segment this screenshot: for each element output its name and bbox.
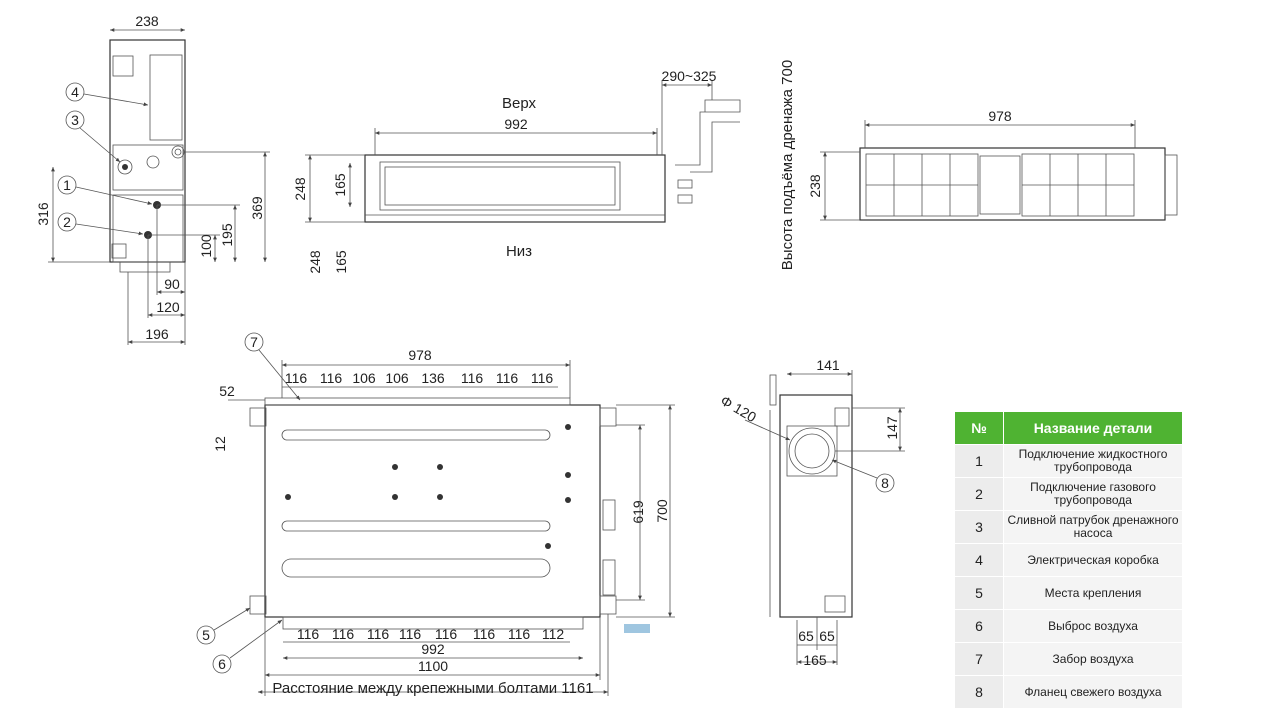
dim-238: 238 (135, 13, 159, 29)
bottom-seg-6: 116 (473, 626, 496, 642)
bottom-seg-4: 116 (399, 626, 422, 642)
row-no: 8 (954, 675, 1004, 709)
dim-369: 369 (249, 196, 265, 220)
top-seg-2: 116 (320, 370, 343, 386)
dim-165-below: 165 (333, 250, 349, 274)
dim-147: 147 (884, 416, 900, 440)
callout-7: 7 (250, 334, 258, 350)
dim-195: 195 (219, 223, 235, 247)
bottom-seg-3: 116 (367, 626, 390, 642)
dim-238-rear: 238 (807, 174, 823, 198)
dim-141: 141 (816, 357, 840, 373)
bolt-distance-label: Расстояние между крепежными болтами 1161 (272, 680, 593, 697)
dim-978-rear: 978 (988, 108, 1012, 124)
row-name: Электрическая коробка (1003, 543, 1183, 577)
top-seg-3: 106 (352, 370, 376, 386)
row-name: Сливной патрубок дренажного насоса (1003, 510, 1183, 544)
dim-992-front: 992 (504, 116, 528, 132)
dim-290-325: 290~325 (662, 68, 717, 84)
row-no: 4 (954, 543, 1004, 577)
callout-2: 2 (63, 214, 71, 230)
callout-5: 5 (202, 627, 210, 643)
top-label: Верх (502, 95, 537, 112)
side-view: 238 316 369 195 100 90 120 196 4 3 1 (35, 13, 270, 345)
bottom-seg-2: 116 (332, 626, 355, 642)
top-segment-labels: 116 116 106 106 136 116 116 116 (285, 370, 554, 386)
dim-165-front: 165 (332, 173, 348, 197)
dim-100: 100 (198, 234, 214, 258)
dim-165-end: 165 (803, 652, 827, 668)
top-seg-5: 136 (421, 370, 445, 386)
top-seg-6: 116 (461, 370, 484, 386)
header-name: Название детали (1003, 411, 1183, 445)
dim-700: 700 (654, 499, 670, 523)
drain-height-label: Высота подъёма дренажа 700 (779, 60, 796, 270)
parts-table-header: № Название детали (954, 411, 1183, 445)
dim-248-front: 248 (292, 177, 308, 201)
callout-1: 1 (63, 177, 71, 193)
row-no: 6 (954, 609, 1004, 643)
dim-65a: 65 (798, 628, 814, 644)
header-no: № (954, 411, 1004, 445)
dim-1100: 1100 (418, 658, 448, 674)
top-seg-4: 106 (385, 370, 409, 386)
rear-view: 978 238 (807, 108, 1178, 221)
row-name: Фланец свежего воздуха (1003, 675, 1183, 709)
top-seg-1: 116 (285, 370, 308, 386)
dim-phi-120: Φ 120 (718, 392, 759, 425)
row-name: Забор воздуха (1003, 642, 1183, 676)
dim-196: 196 (145, 326, 169, 342)
dim-52: 52 (219, 383, 235, 399)
dim-619: 619 (630, 500, 646, 524)
end-view: 141 Φ 120 147 8 65 65 165 (718, 357, 905, 668)
row-no: 7 (954, 642, 1004, 676)
row-name: Подключение жидкостного трубопровода (1003, 444, 1183, 478)
row-no: 3 (954, 510, 1004, 544)
bottom-seg-7: 116 (508, 626, 531, 642)
dim-12: 12 (212, 436, 228, 452)
dim-248-below: 248 (307, 250, 323, 274)
accent-mark (624, 624, 650, 633)
dim-992-plan: 992 (421, 641, 445, 657)
bottom-seg-5: 116 (435, 626, 458, 642)
bottom-seg-1: 116 (297, 626, 320, 642)
callout-8: 8 (881, 475, 889, 491)
dim-316: 316 (35, 202, 51, 226)
row-name: Подключение газового трубопровода (1003, 477, 1183, 511)
row-name: Выброс воздуха (1003, 609, 1183, 643)
dim-120: 120 (156, 299, 180, 315)
dim-90: 90 (164, 276, 180, 292)
row-no: 5 (954, 576, 1004, 610)
bottom-label: Низ (506, 243, 532, 260)
top-seg-7: 116 (496, 370, 519, 386)
callout-3: 3 (71, 112, 79, 128)
plan-view: 978 116 116 106 106 136 116 116 116 52 1… (196, 332, 675, 697)
row-no: 1 (954, 444, 1004, 478)
top-seg-8: 116 (531, 370, 554, 386)
dim-65b: 65 (819, 628, 835, 644)
bottom-seg-8: 112 (542, 626, 565, 642)
row-name: Места крепления (1003, 576, 1183, 610)
front-view: Верх 992 290~325 248 165 Низ 248 165 Выс… (292, 60, 796, 274)
row-no: 2 (954, 477, 1004, 511)
dim-978-plan: 978 (408, 347, 432, 363)
callout-6: 6 (218, 656, 226, 672)
callout-4: 4 (71, 84, 79, 100)
bottom-segment-labels: 116 116 116 116 116 116 116 112 (297, 626, 565, 642)
